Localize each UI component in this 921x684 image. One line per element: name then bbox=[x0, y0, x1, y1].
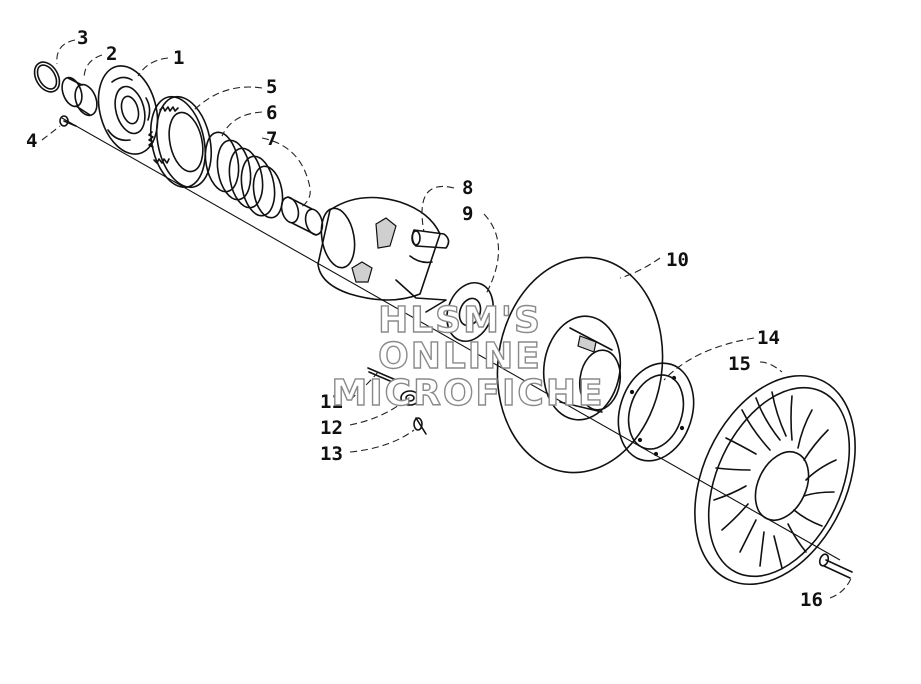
watermark-line-2: ONLINE bbox=[378, 336, 542, 377]
callout-11: 11 bbox=[320, 391, 343, 413]
watermark-line-3: MICROFICHE bbox=[331, 373, 604, 414]
callout-4: 4 bbox=[26, 130, 37, 152]
part-thrust-washer bbox=[446, 282, 494, 342]
part-sleeve bbox=[280, 196, 324, 236]
part-spring bbox=[204, 131, 284, 219]
callout-1: 1 bbox=[173, 47, 184, 69]
callout-6: 6 bbox=[266, 102, 277, 124]
callout-9: 9 bbox=[462, 203, 473, 225]
part-fan-sheave bbox=[694, 374, 856, 586]
callout-5: 5 bbox=[266, 76, 277, 98]
part-cover-plate bbox=[97, 65, 159, 155]
callout-10: 10 bbox=[666, 249, 689, 271]
part-roller bbox=[400, 390, 420, 406]
callout-12: 12 bbox=[320, 417, 343, 439]
part-bolt bbox=[818, 553, 853, 579]
watermark: HLSM'S ONLINE MICROFICHE bbox=[331, 299, 604, 414]
part-cam-arm bbox=[411, 229, 450, 249]
watermark-line-1: HLSM'S bbox=[378, 300, 542, 341]
callout-3: 3 bbox=[77, 27, 88, 49]
part-movable-sheave bbox=[496, 256, 664, 474]
part-ring-gear bbox=[148, 95, 212, 189]
callout-15: 15 bbox=[728, 353, 751, 375]
part-snap-ring bbox=[33, 61, 61, 93]
part-pin bbox=[367, 367, 398, 385]
part-bushing-top bbox=[61, 76, 98, 117]
part-gasket-ring bbox=[617, 362, 695, 462]
callout-14: 14 bbox=[757, 327, 780, 349]
part-spider-housing bbox=[317, 196, 447, 313]
part-screw-small bbox=[59, 115, 77, 127]
callout-8: 8 bbox=[462, 177, 473, 199]
callout-7: 7 bbox=[266, 128, 277, 150]
center-axis bbox=[61, 117, 841, 561]
part-roller-bushing bbox=[413, 417, 427, 435]
callout-13: 13 bbox=[320, 443, 343, 465]
leader-lines bbox=[41, 39, 853, 599]
callout-16: 16 bbox=[800, 589, 823, 611]
callout-2: 2 bbox=[106, 43, 117, 65]
